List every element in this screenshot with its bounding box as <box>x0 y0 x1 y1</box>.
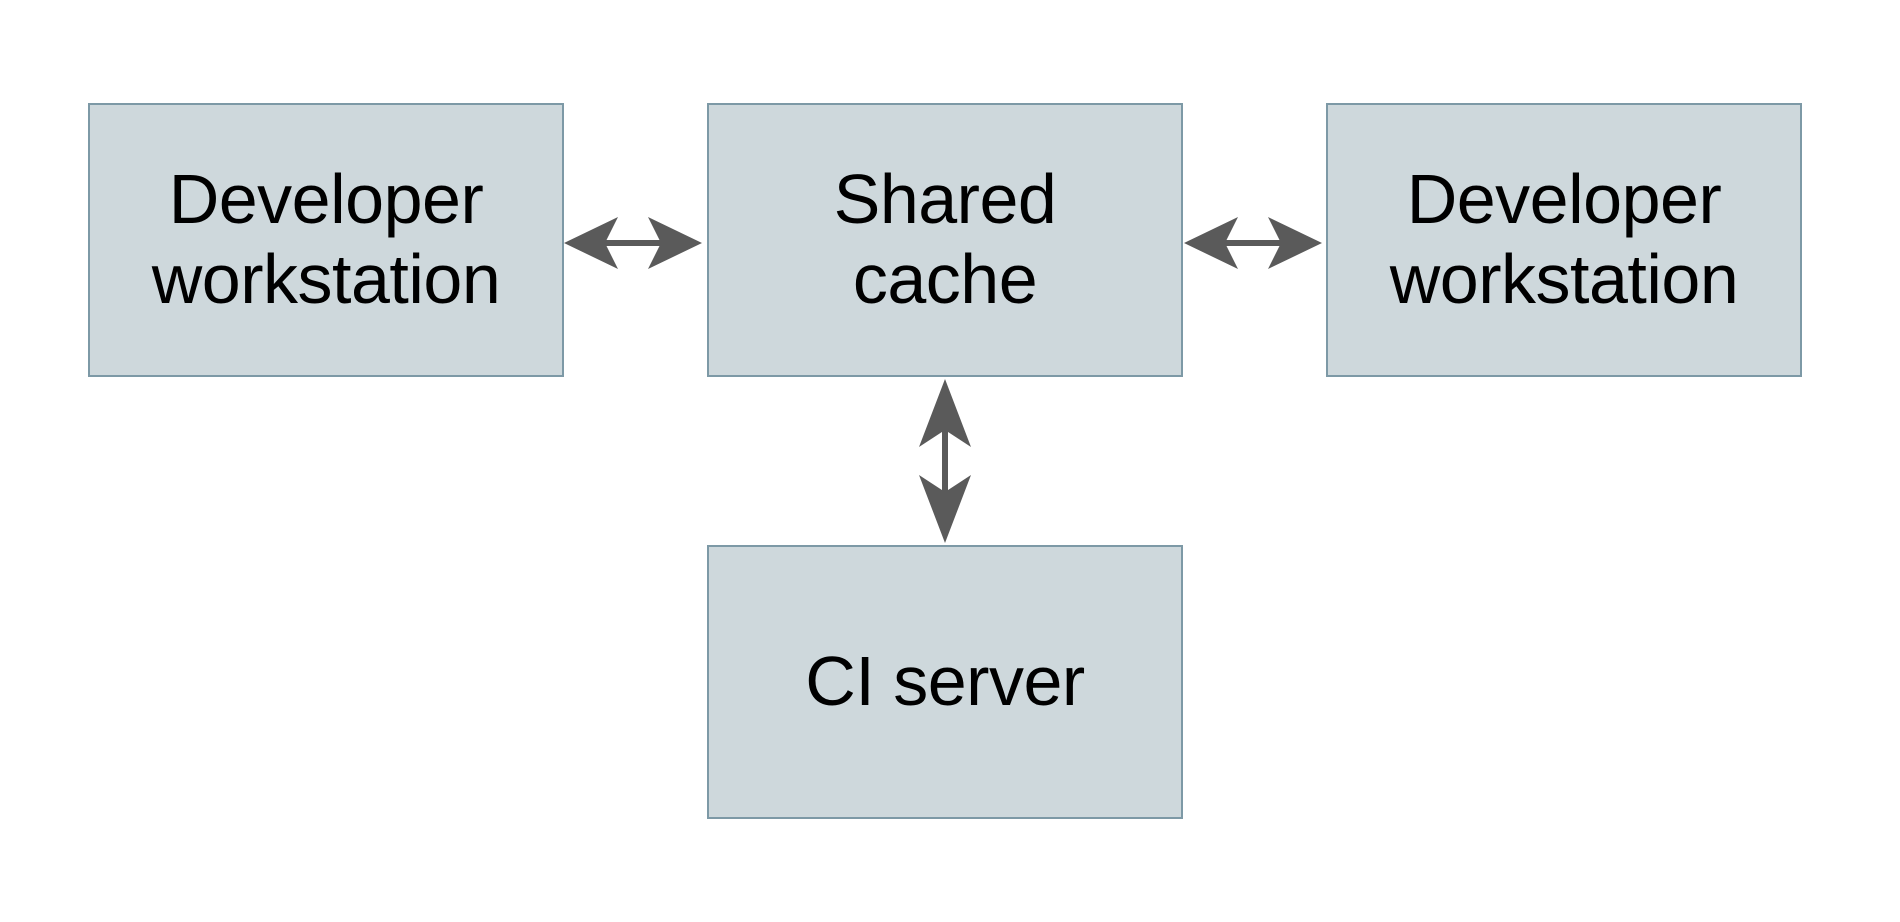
edge-cache-ci <box>919 379 971 543</box>
edge-left-cache <box>564 217 702 269</box>
edge-cache-right <box>1184 217 1322 269</box>
node-label: Shared cache <box>833 160 1057 318</box>
node-ci-server[interactable]: CI server <box>707 545 1183 819</box>
node-label: Developer workstation <box>151 160 501 318</box>
node-developer-workstation-right[interactable]: Developer workstation <box>1326 103 1802 377</box>
node-label: Developer workstation <box>1389 160 1739 318</box>
node-shared-cache[interactable]: Shared cache <box>707 103 1183 377</box>
node-label: CI server <box>805 642 1085 721</box>
node-developer-workstation-left[interactable]: Developer workstation <box>88 103 564 377</box>
